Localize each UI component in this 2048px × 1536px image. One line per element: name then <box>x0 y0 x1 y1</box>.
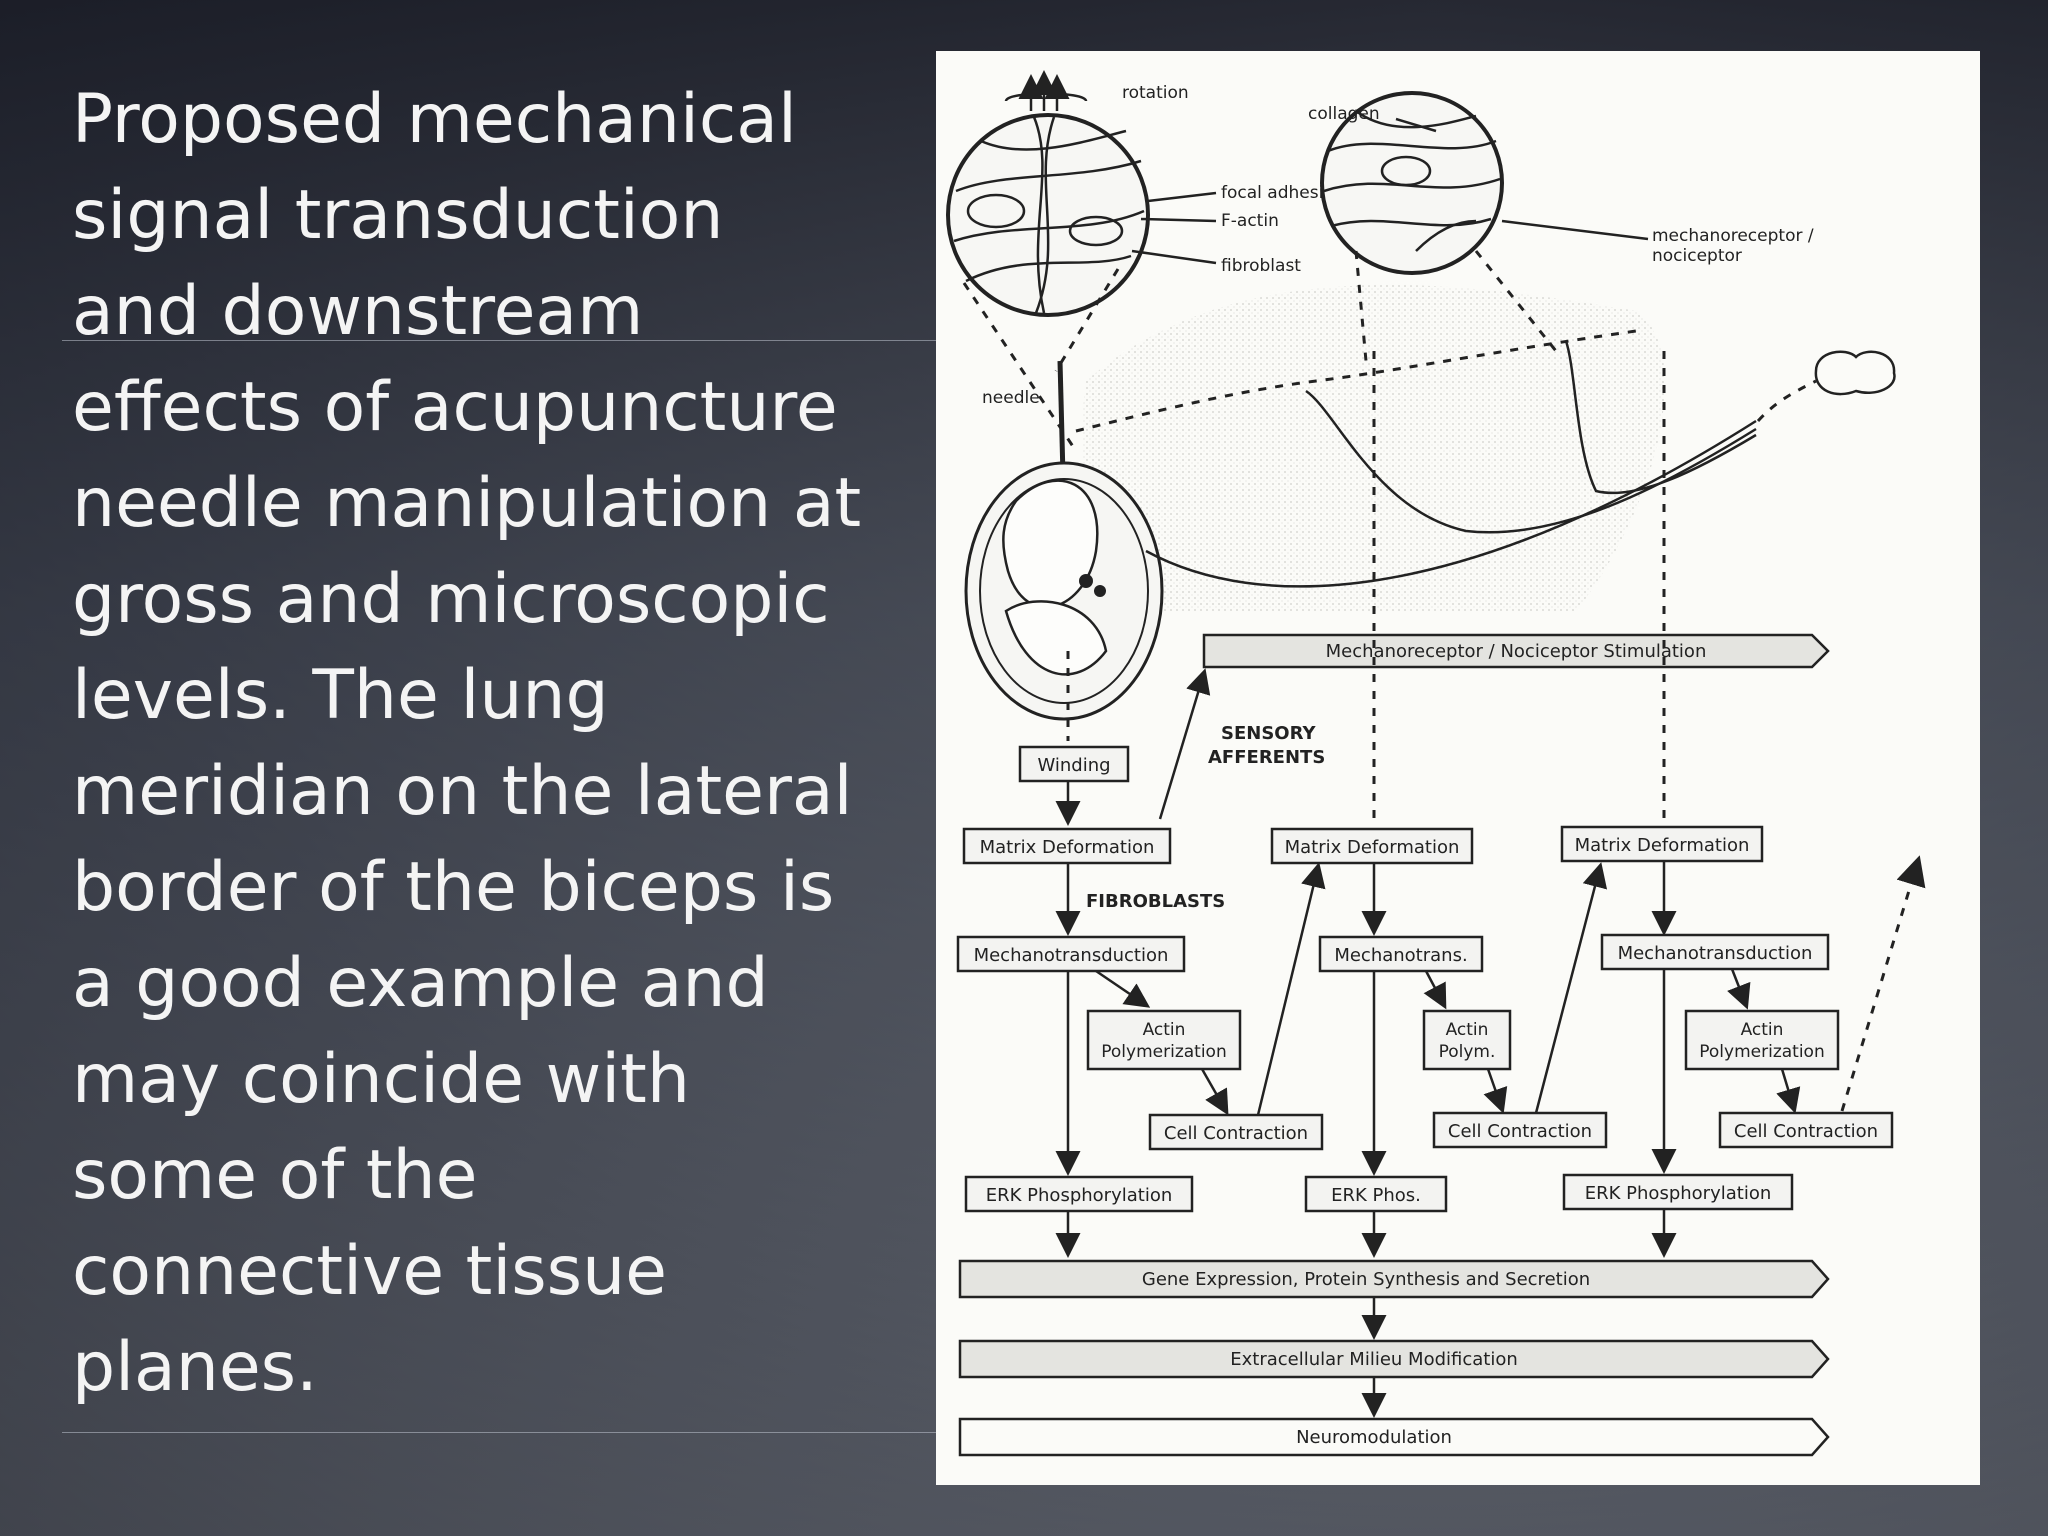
acupuncture-diagram: rotation focal adhesion F-actin fibrobla… <box>936 51 1980 1485</box>
text-line: gross and microscopic <box>72 560 830 639</box>
gene-expression-bar <box>958 1259 1830 1299</box>
magnified-fibroblast-circle <box>946 113 1150 317</box>
nerve-fiber <box>1564 340 1757 495</box>
gene-expression-label: Gene Expression, Protein Synthesis and S… <box>1142 1269 1590 1290</box>
matrix-deformation-label: Matrix Deformation <box>1285 837 1460 858</box>
extracellular-bar <box>958 1339 1830 1379</box>
winding-label: Winding <box>1037 755 1110 776</box>
label-nociceptor: nociceptor <box>1652 246 1742 266</box>
label-f-actin: F-actin <box>1221 211 1279 231</box>
label-fibroblasts: FIBROBLASTS <box>1086 891 1225 912</box>
text-line: some of the <box>72 1136 478 1215</box>
actin-label: Polymerization <box>1699 1042 1824 1062</box>
text-line: meridian on the lateral <box>72 752 853 831</box>
matrix-deformation-label: Matrix Deformation <box>980 837 1155 858</box>
mechanotransduction-label: Mechanotransduction <box>1618 943 1813 964</box>
neuromodulation-bar <box>958 1417 1830 1457</box>
cell-contraction-label: Cell Contraction <box>1164 1123 1308 1144</box>
magnified-collagen-circle <box>1320 91 1504 275</box>
text-line: levels. The lung <box>72 656 609 735</box>
mechanotransduction-label: Mechanotrans. <box>1334 945 1467 966</box>
divider-bottom <box>62 1432 936 1433</box>
divider-top <box>62 340 936 341</box>
label-needle: needle <box>982 388 1040 408</box>
text-line: border of the biceps is <box>72 848 835 927</box>
label-sensory: SENSORY <box>1221 723 1316 744</box>
actin-label: Actin <box>1446 1020 1489 1040</box>
actin-label: Polym. <box>1439 1042 1496 1062</box>
erk-label: ERK Phosphorylation <box>1585 1183 1771 1204</box>
erk-label: ERK Phosphorylation <box>986 1185 1172 1206</box>
winding-box <box>1018 745 1130 783</box>
brain-icon <box>1814 350 1896 396</box>
erk-label: ERK Phos. <box>1331 1185 1421 1206</box>
actin-label: Actin <box>1741 1020 1784 1040</box>
label-rotation: rotation <box>1122 83 1189 103</box>
pathway-column-3: Matrix Deformation Mechanotransduction A… <box>1560 825 1926 1258</box>
actin-label: Actin <box>1143 1020 1186 1040</box>
extracellular-label: Extracellular Milieu Modification <box>1230 1349 1518 1370</box>
cell-contraction-label: Cell Contraction <box>1734 1121 1878 1142</box>
pathway-column-1: Matrix Deformation Mechanotransduction A… <box>956 827 1326 1258</box>
label-fibroblast: fibroblast <box>1221 256 1301 276</box>
text-line: a good example and <box>72 944 769 1023</box>
slide-body-text: Proposed mechanical signal transduction … <box>72 72 872 1416</box>
neuromodulation-label: Neuromodulation <box>1296 1427 1452 1448</box>
text-line: Proposed mechanical <box>72 80 797 159</box>
text-line: planes. <box>72 1328 318 1407</box>
matrix-deformation-label: Matrix Deformation <box>1575 835 1750 856</box>
cell-contraction-label: Cell Contraction <box>1448 1121 1592 1142</box>
label-collagen: collagen <box>1308 104 1380 124</box>
text-line: effects of acupuncture <box>72 368 838 447</box>
label-afferents: AFFERENTS <box>1208 747 1325 768</box>
mechanotransduction-label: Mechanotransduction <box>974 945 1169 966</box>
text-line: needle manipulation at <box>72 464 862 543</box>
arm-cross-section <box>964 461 1164 721</box>
text-line: connective tissue <box>72 1232 667 1311</box>
text-line: signal transduction <box>72 176 724 255</box>
label-mechanoreceptor: mechanoreceptor / <box>1652 226 1814 246</box>
stimulation-bar-label: Mechanoreceptor / Nociceptor Stimulation <box>1326 641 1707 662</box>
stimulation-bar <box>1202 633 1830 669</box>
text-line: and downstream <box>72 272 644 351</box>
label-focal-adhesion: focal adhesion <box>1221 183 1344 203</box>
actin-label: Polymerization <box>1101 1042 1226 1062</box>
pathway-column-2: Matrix Deformation Mechanotrans. Actin P… <box>1270 827 1608 1258</box>
text-line: may coincide with <box>72 1040 690 1119</box>
